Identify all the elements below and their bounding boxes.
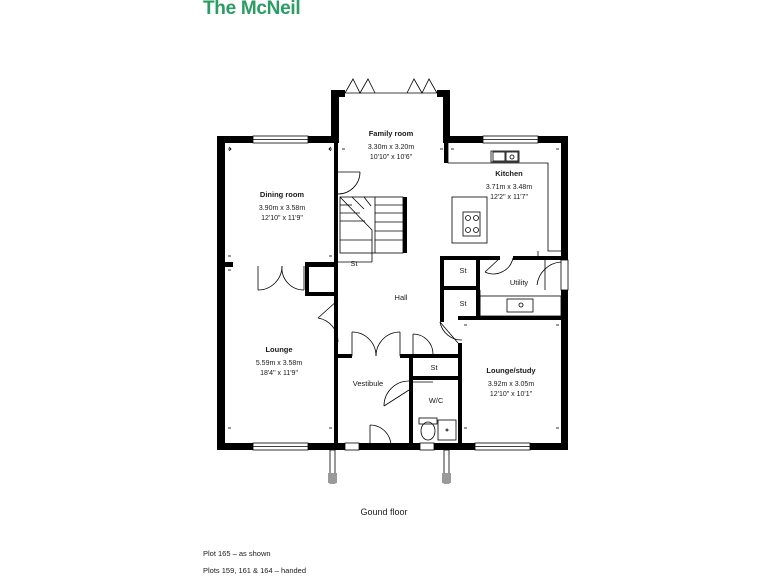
family-room-name: Family room (369, 129, 414, 138)
kitchen-name: Kitchen (495, 169, 523, 178)
family-room-metric: 3.30m x 3.20m (368, 144, 414, 151)
wc-fittings (418, 417, 457, 441)
store-label-upper: St (459, 266, 467, 275)
store-label-hall: St (430, 363, 438, 372)
staircase (338, 196, 407, 263)
doors (257, 171, 569, 447)
dining-room-imperial: 12'10" x 11'9" (261, 215, 303, 222)
store-label-lower: St (459, 299, 467, 308)
vestibule-name: Vestibule (353, 379, 383, 388)
study-name: Lounge/study (486, 366, 536, 375)
plot-note-shown: Plot 165 – as shown (203, 549, 271, 558)
hall-name: Hall (395, 293, 408, 302)
dining-room-name: Dining room (260, 190, 304, 199)
lounge-name: Lounge (265, 345, 292, 354)
lounge-metric: 5.59m x 3.58m (256, 360, 302, 367)
study-metric: 3.92m x 3.05m (488, 381, 534, 388)
bifold-doors (344, 78, 438, 94)
wc-name: W/C (429, 396, 444, 405)
dimension-ticks (228, 146, 559, 429)
windows (252, 135, 539, 451)
kitchen-metric: 3.71m x 3.48m (486, 184, 532, 191)
floor-label: Gound floor (360, 507, 408, 517)
room-labels: Family room 3.30m x 3.20m 10'10" x 10'6"… (256, 129, 537, 405)
kitchen-imperial: 12'2" x 11'7" (490, 194, 528, 201)
lounge-imperial: 18'4" x 11'9" (260, 370, 298, 377)
kitchen-fittings (447, 143, 562, 317)
family-room-imperial: 10'10" x 10'6" (370, 154, 413, 161)
entrance-posts (328, 449, 451, 484)
dining-room-metric: 3.90m x 3.58m (259, 205, 305, 212)
store-label-stairs: St (350, 259, 358, 268)
study-imperial: 12'10" x 10'1" (490, 391, 533, 398)
plot-note-handed: Plots 159, 161 & 164 – handed (203, 566, 307, 575)
brand-title: The McNeil (203, 0, 301, 19)
utility-name: Utility (510, 278, 529, 287)
interior-walls (225, 143, 561, 446)
